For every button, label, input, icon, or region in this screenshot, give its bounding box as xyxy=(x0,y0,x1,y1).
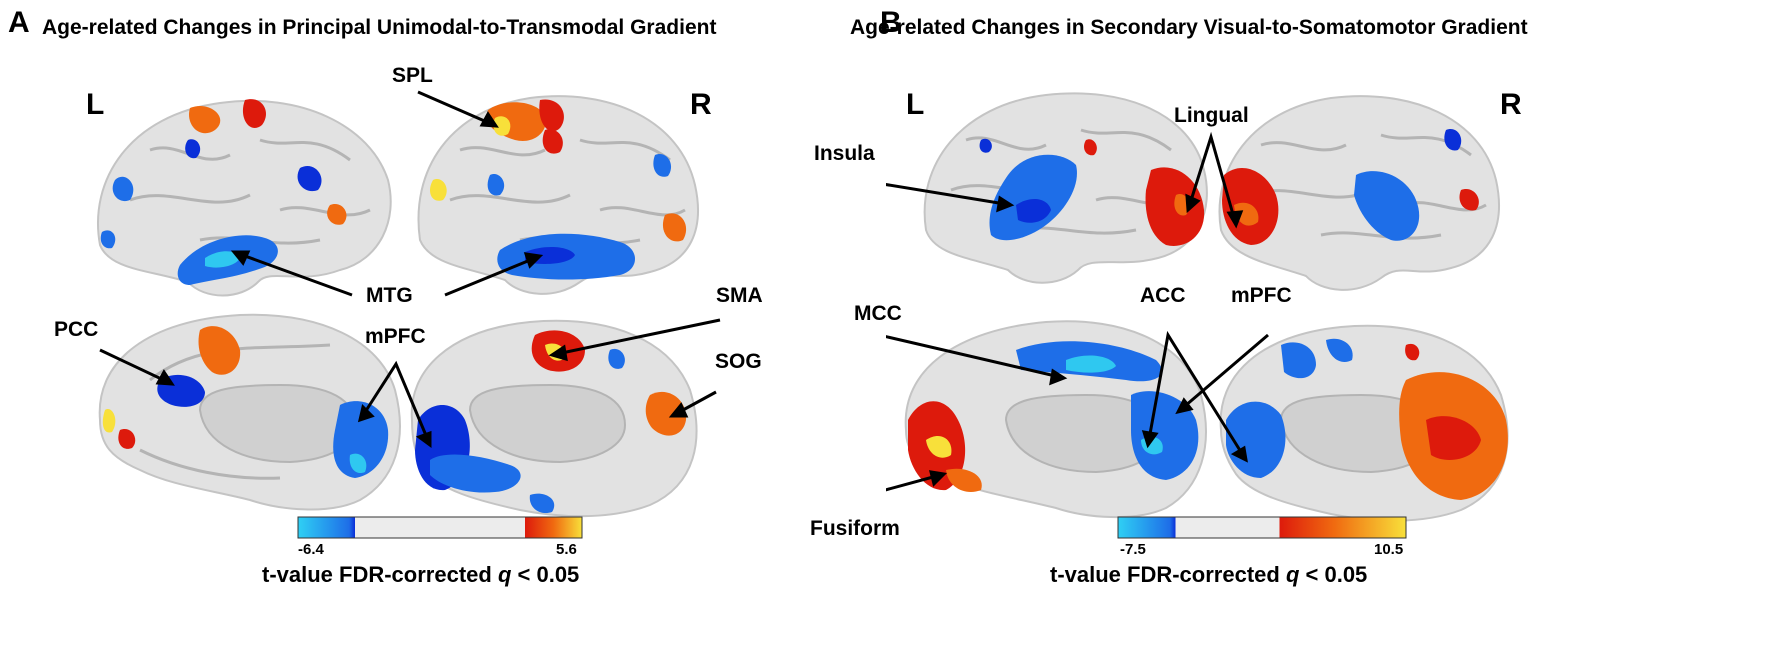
blob-b-insula-left xyxy=(989,154,1077,241)
label-mtg: MTG xyxy=(366,284,413,307)
brain-a-right-medial xyxy=(410,319,698,518)
panel-letter-a: A xyxy=(8,6,30,39)
blob-a-sog xyxy=(645,391,687,436)
panel-b: B Age-related Changes in Secondary Visua… xyxy=(810,0,1772,663)
blob-b-acc-left xyxy=(1131,391,1199,480)
blob-b-insula-right xyxy=(1354,171,1420,241)
caption-a-suffix: < 0.05 xyxy=(511,562,580,587)
colorbar-b-caption: t-value FDR-corrected q < 0.05 xyxy=(1050,562,1367,588)
hemisphere-left-a: L xyxy=(86,88,105,121)
label-fusiform: Fusiform xyxy=(810,517,900,540)
label-mcc: MCC xyxy=(854,302,902,325)
label-mpfc-b: mPFC xyxy=(1231,284,1292,307)
blob-a-spl-left xyxy=(189,106,221,134)
brain-a-left-medial xyxy=(98,313,401,511)
label-lingual: Lingual xyxy=(1174,104,1249,127)
brain-a-right-lateral xyxy=(417,95,699,295)
brain-b-left-lateral xyxy=(923,92,1208,284)
panel-title-b: Age-related Changes in Secondary Visual-… xyxy=(850,16,1528,39)
arrows-b xyxy=(886,131,1269,492)
blob-a-mpfc-left xyxy=(333,401,389,478)
panel-title-a: Age-related Changes in Principal Unimoda… xyxy=(42,16,717,39)
label-acc: ACC xyxy=(1140,284,1186,307)
hemisphere-left-b: L xyxy=(906,88,925,121)
arrows-a xyxy=(99,90,721,448)
caption-b-q: q xyxy=(1285,562,1300,587)
label-mpfc-a: mPFC xyxy=(365,325,426,348)
brain-b-right-lateral xyxy=(1218,95,1500,291)
label-spl: SPL xyxy=(392,64,433,87)
panel-a: A Age-related Changes in Principal Unimo… xyxy=(8,6,763,588)
brain-a-left-lateral xyxy=(97,99,392,297)
panel-letter-b: B xyxy=(880,6,902,39)
colorbar-b-max: 10.5 xyxy=(1374,541,1404,558)
colorbar-a xyxy=(297,516,583,539)
label-sma: SMA xyxy=(716,284,763,307)
label-pcc: PCC xyxy=(54,318,99,341)
caption-a-q: q xyxy=(497,562,512,587)
caption-a-prefix: t-value FDR-corrected xyxy=(262,562,498,587)
panel-a-brains xyxy=(97,90,721,539)
colorbar-a-min: -6.4 xyxy=(298,541,324,558)
panel-b-brains xyxy=(886,92,1509,539)
hemisphere-right-b: R xyxy=(1500,88,1522,121)
brain-b-right-medial xyxy=(1219,324,1509,522)
corpus-callosum-a-right xyxy=(468,383,627,464)
caption-b-suffix: < 0.05 xyxy=(1299,562,1368,587)
colorbar-b-min: -7.5 xyxy=(1120,541,1146,558)
caption-b-prefix: t-value FDR-corrected xyxy=(1050,562,1286,587)
brain-b-left-medial xyxy=(904,320,1207,519)
colorbar-a-max: 5.6 xyxy=(556,541,577,558)
colorbar-b xyxy=(1117,516,1407,539)
label-insula: Insula xyxy=(814,142,875,165)
colorbar-a-caption: t-value FDR-corrected q < 0.05 xyxy=(262,562,579,588)
hemisphere-right-a: R xyxy=(690,88,712,121)
label-sog: SOG xyxy=(715,350,762,373)
